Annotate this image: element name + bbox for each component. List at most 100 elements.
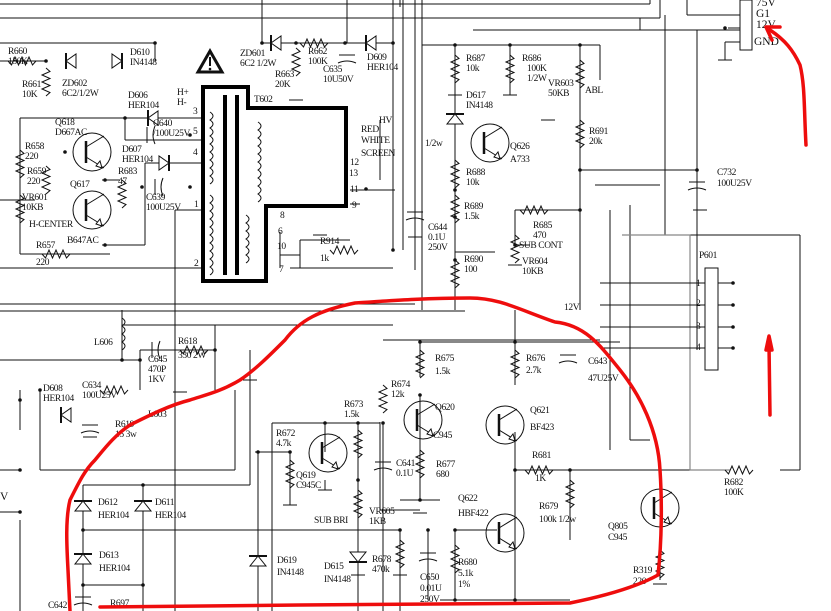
vr603-label: VR603: [548, 79, 574, 89]
zd602-label: ZD602: [62, 79, 88, 89]
pins_low-label: 8: [280, 211, 285, 221]
junction-dot: [141, 483, 145, 487]
q617-transistor-icon: [72, 190, 112, 230]
r663-label: 20K: [275, 80, 291, 90]
q621-label: BF423: [530, 423, 555, 433]
connector-label: G1: [756, 8, 770, 20]
pins_left-label: 5: [193, 127, 198, 137]
junction-dot: [418, 393, 422, 397]
c644-label: C644: [428, 223, 448, 233]
warning-triangle-icon: [195, 47, 225, 74]
junction-dot: [38, 388, 42, 392]
junction-dot: [453, 528, 457, 532]
r681v-label: 1K: [535, 474, 546, 484]
r672-resistor-icon: [284, 459, 296, 489]
d612-label: HER104: [98, 511, 130, 521]
q618-label: D667AC: [55, 128, 87, 138]
q619-transistor-icon: [308, 433, 348, 473]
r675-label: 1.5k: [435, 367, 451, 377]
r689-label: 1.5k: [464, 212, 480, 222]
c634-label: C634: [82, 381, 102, 391]
zd601-diode-icon: [270, 35, 282, 51]
p601_pins-label: 4: [696, 343, 701, 353]
pins_low-label: 6: [278, 227, 283, 237]
h-label: H+: [177, 88, 188, 98]
junction-dot: [44, 59, 48, 63]
r687-resistor-icon: [449, 54, 461, 84]
r689-label: R689: [464, 202, 484, 212]
junction-dot: [418, 340, 422, 344]
q621-label: Q621: [530, 406, 550, 416]
t602-primary-inductor-icon: [209, 111, 214, 185]
r673-label: 1.5k: [344, 410, 360, 420]
junction-dot: [120, 358, 124, 362]
junction-dot: [723, 26, 727, 30]
zd602-diode-icon: [65, 53, 77, 69]
r674-resistor-icon: [377, 384, 389, 414]
q805-label: C945: [608, 533, 628, 543]
d611-diode-icon: [133, 500, 153, 512]
r672-label: 4.7k: [276, 439, 292, 449]
junction-dot: [18, 468, 22, 472]
halfw-label: 1/2w: [425, 139, 443, 149]
t602-heater-inductor-icon: [245, 214, 250, 264]
r679-label: R679: [539, 502, 559, 512]
r675-label: R675: [435, 354, 455, 364]
junction-dot: [103, 243, 107, 247]
vr601-label: VR601: [22, 193, 48, 203]
c732-label: 100U25V: [717, 179, 752, 189]
r658-resistor-icon: [14, 149, 26, 179]
zd601-label: 6C2 1/2W: [240, 59, 277, 69]
flyback-transformer-t602: [201, 85, 348, 283]
r685-resistor-icon: [519, 204, 549, 216]
red-arrowhead-icon: [764, 334, 774, 352]
d608-label: HER104: [43, 394, 75, 404]
r683-label: 47: [118, 177, 127, 187]
r690-resistor-icon: [449, 259, 461, 289]
zd601-label: ZD601: [240, 49, 266, 59]
junction-dot: [343, 41, 347, 45]
h-label: H-: [177, 98, 186, 108]
r677-resistor-icon: [414, 449, 426, 479]
junction-dot: [513, 468, 517, 472]
q617-label: Q617: [70, 180, 90, 190]
junction-dot: [63, 150, 67, 154]
junction-dot: [391, 41, 395, 45]
d612-label: D612: [98, 498, 118, 508]
d615-label: IN4148: [324, 575, 351, 585]
r618-label: R618: [178, 337, 198, 347]
junction-dot: [381, 421, 385, 425]
outputs-label: RED: [361, 125, 379, 135]
r691-resistor-icon: [574, 119, 586, 149]
subcont-label: SUB CONT: [519, 241, 563, 251]
junction-dot: [153, 41, 157, 45]
d619-diode-icon: [248, 555, 268, 567]
r914-resistor-icon: [329, 244, 359, 256]
q621-transistor-icon: [485, 405, 525, 445]
q805-label: Q805: [608, 522, 628, 532]
top-connector: [739, 0, 753, 51]
d607-label: HER104: [122, 155, 154, 165]
q620v-label: C945: [433, 431, 453, 441]
r660-resistor-icon: [7, 55, 37, 67]
d606-label: HER104: [128, 101, 160, 111]
junction-dot: [140, 185, 144, 189]
junction-dot: [453, 598, 457, 602]
r673-resistor-icon: [352, 429, 364, 459]
d612-diode-icon: [73, 500, 93, 512]
d608-label: D608: [43, 384, 63, 394]
junction-dot: [695, 168, 699, 172]
r682-label: 100K: [724, 488, 744, 498]
wires: [0, 0, 801, 611]
r658-label: 220: [25, 152, 39, 162]
q620-transistor-icon: [403, 400, 443, 440]
r691-label: R691: [589, 127, 609, 137]
r677-label: R677: [436, 460, 456, 470]
r680-label: 1%: [458, 580, 470, 590]
p601_pins-label: 1: [696, 279, 701, 289]
r659-label: 220: [27, 177, 41, 187]
junction-dot: [81, 528, 85, 532]
junction-dot: [18, 398, 22, 402]
red-annotations: [65, 25, 808, 611]
junction-dot: [453, 188, 457, 192]
